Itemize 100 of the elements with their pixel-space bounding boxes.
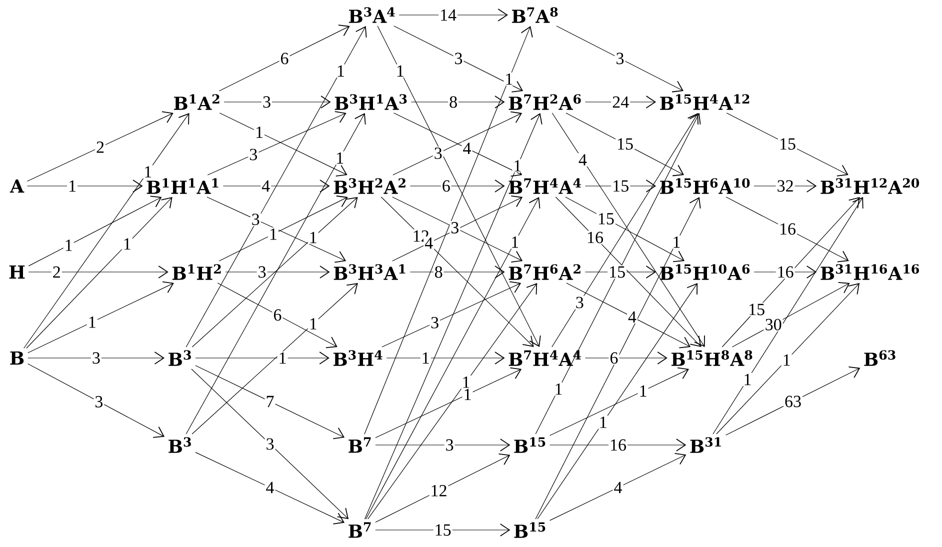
edge-label: 63 [784,394,802,408]
edge-label: 1 [254,126,264,139]
arrow [28,352,165,364]
edge-label: 3 [444,438,455,452]
edge-label: 1 [308,317,318,330]
arrow [537,283,698,520]
edge-label: 16 [608,438,628,452]
arrow [566,282,691,348]
edge-label: 16 [776,265,795,279]
term-label: B$^{3}$H$^{4}$ [333,350,382,366]
term-label: B$^{7}$H$^{4}$A$^{4}$ [508,178,581,194]
edge-label: 3 [248,148,259,162]
term-label: B$^{15}$H$^{8}$A$^{8}$ [671,350,752,366]
edge-label: 32 [776,179,795,193]
arrow [726,112,848,176]
arrow [550,367,689,436]
term-label: B$^{7}$H$^{6}$A$^{2}$ [508,264,580,280]
edge-label: 2 [51,265,62,279]
edge-label: 3 [262,95,272,109]
edge-label: 6 [279,52,290,66]
edge-label: 15 [611,179,630,193]
term-label: B$^{7}$ [348,437,371,453]
term-label: B$^{3}$H$^{3}$A$^{1}$ [334,264,406,280]
edge-label: 4 [264,480,276,494]
arrow [224,96,331,108]
edge-label: 1 [67,179,78,193]
term-label: B$^{15}$H$^{10}$A$^{6}$ [660,264,750,280]
arrow [192,283,358,434]
arrow [28,281,174,354]
edge-label: 1 [460,376,472,389]
arrow [726,366,860,436]
edge-label: 1 [510,236,520,249]
edge-label: 24 [611,95,630,109]
edge-label: 16 [586,230,605,244]
edge-label: 1 [504,72,514,86]
arrow [186,26,367,348]
term-label: B$^{15}$ [514,437,546,453]
arrow [218,24,350,92]
term-label: B$^{31}$H$^{12}$A$^{20}$ [820,178,920,194]
arrow [26,197,172,349]
edge-label: 12 [429,484,448,498]
term-label: B$^{1}$H$^{2}$ [172,264,221,280]
edge-label: 4 [260,179,272,193]
edge-label: 30 [764,318,783,332]
term-label: B$^{3}$A$^{4}$ [349,7,395,23]
arrow [192,197,358,348]
edge-label: 15 [747,302,766,316]
arrow [550,438,686,452]
edge-label: 15 [608,265,627,279]
term-label: B$^{7}$A$^{8}$ [512,7,558,23]
edge-label: 1 [598,416,608,429]
arrow [375,453,510,523]
edge-label: 1 [335,64,346,78]
arrow [535,113,701,434]
arrow [186,113,366,434]
arrow [722,197,860,348]
edge-label: 3 [256,265,268,279]
term-label: B [10,351,24,365]
edge-label: 1 [142,165,154,178]
arrow [364,26,533,434]
edge-label: 14 [438,8,458,22]
arrow [364,113,542,520]
arrow [726,196,849,262]
arrow [410,266,505,278]
arrow [754,266,817,278]
edge-label: 3 [94,395,104,408]
edge-label: 1 [394,64,406,78]
arrow [377,26,541,347]
arrow [28,196,162,266]
arrow [555,196,702,347]
term-label: B$^{15}$H$^{4}$A$^{12}$ [660,94,750,110]
arrow [566,112,684,176]
arrow [386,352,505,364]
edge-label: 4 [462,142,472,155]
arrow [28,266,168,278]
edge-label: 6 [272,308,283,322]
arrow [195,365,345,440]
arrow [398,8,508,22]
edge-label: 3 [432,146,444,160]
arrow [394,26,524,92]
edge-label: 1 [671,235,682,249]
arrow [375,438,510,452]
arrow [24,113,190,349]
arrow [368,283,538,520]
arrow [191,368,349,520]
edge-label: 1 [308,230,318,244]
edge-label: 4 [612,480,624,494]
arrow [584,266,656,278]
arrow [584,180,656,192]
arrow [584,96,656,108]
edge-label: 1 [277,351,288,365]
edge-label: 1 [334,151,346,165]
arrow [535,197,701,520]
arrow [380,196,534,347]
edge-label: 1 [742,372,753,386]
edge-label: 2 [95,140,106,154]
edge-label: 7 [264,394,276,408]
edge-label: 15 [616,137,634,151]
term-label: B$^{15}$ [514,522,546,538]
edge-label: 3 [90,351,102,365]
